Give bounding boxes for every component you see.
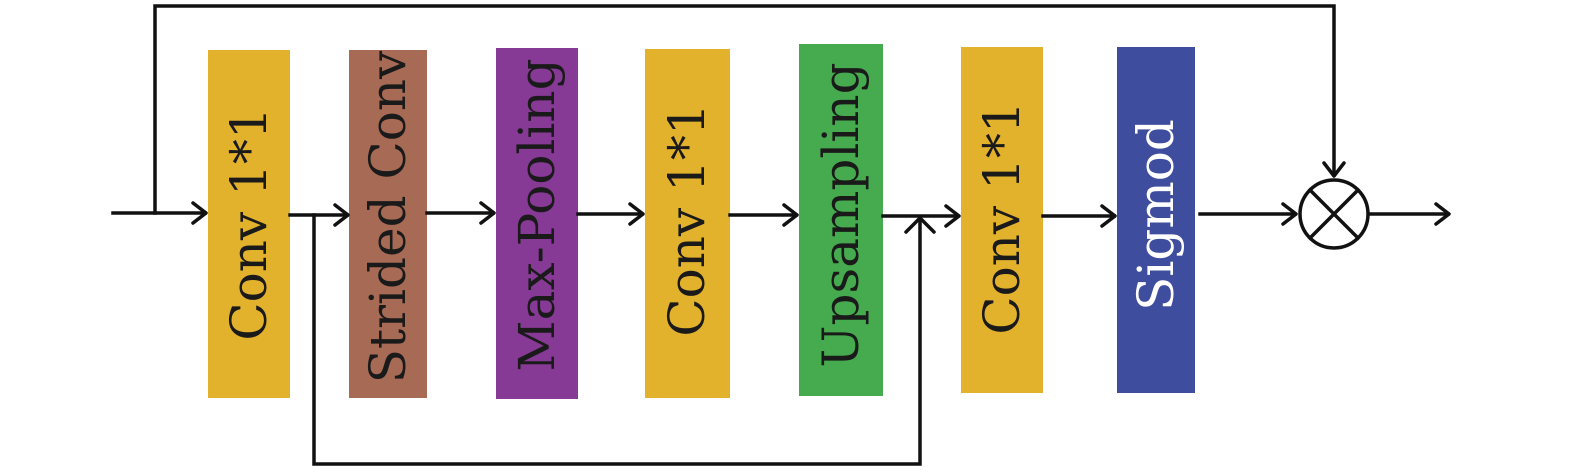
arrow-strided-to-maxpool: [425, 201, 496, 225]
block-rect: [349, 50, 427, 398]
block-conv-1x1-third: Conv 1*1: [961, 47, 1043, 393]
top-skip-connection: [153, 4, 1346, 215]
block-rect: [208, 50, 290, 398]
block-strided-conv: Strided Conv: [349, 50, 427, 398]
block-rect: [799, 44, 883, 396]
block-sigmod: Sigmod: [1117, 47, 1195, 393]
block-label: Conv 1*1: [973, 101, 1031, 334]
block-label: Conv 1*1: [658, 103, 716, 336]
arrow-maxpool-to-conv2: [576, 202, 645, 226]
block-conv-1x1-second: Conv 1*1: [645, 49, 730, 398]
block-rect: [645, 49, 730, 398]
block-label: Sigmod: [1127, 119, 1185, 311]
arrow-conv3-to-sigmod: [1041, 204, 1117, 228]
block-upsampling: Upsampling: [799, 44, 883, 396]
input-arrow: [111, 201, 208, 225]
arrow-conv2-to-upsampling: [728, 203, 799, 227]
block-rect: [496, 48, 578, 399]
block-label: Conv 1*1: [220, 107, 278, 340]
output-arrow: [1366, 202, 1451, 226]
block-rect: [961, 47, 1043, 393]
block-conv-1x1-first: Conv 1*1: [208, 50, 290, 398]
bottom-skip-connection: [312, 213, 936, 466]
multiply-circle-icon: [1298, 178, 1370, 250]
arrow-conv1-to-strided: [288, 203, 350, 227]
arrow-sigmod-to-multiply: [1198, 202, 1298, 226]
arrow-upsampling-to-conv3: [881, 204, 961, 228]
block-label: Upsampling: [812, 62, 870, 367]
block-rect: [1117, 47, 1195, 393]
block-label: Max-Pooling: [508, 58, 566, 371]
block-label: Strided Conv: [359, 50, 417, 383]
block-max-pooling: Max-Pooling: [496, 48, 578, 399]
